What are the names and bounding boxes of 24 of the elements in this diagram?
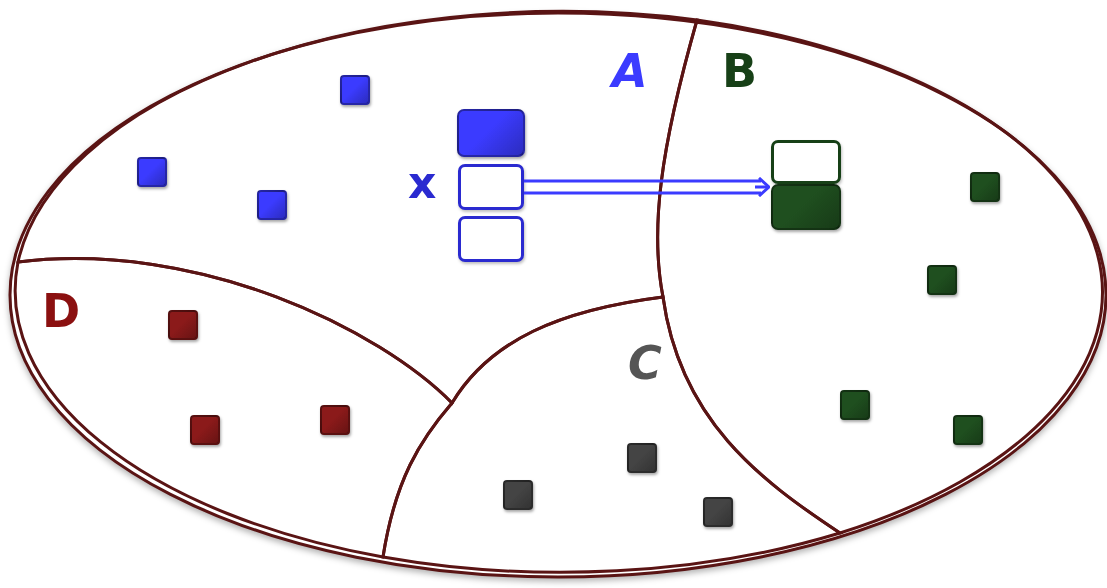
- empty-slot: [458, 216, 524, 262]
- filled-square: [927, 265, 957, 295]
- filled-square: [771, 184, 841, 230]
- filled-square: [457, 109, 525, 157]
- filled-square: [168, 310, 198, 340]
- double-arrow: [522, 176, 771, 198]
- filled-square: [340, 75, 370, 105]
- filled-square: [137, 157, 167, 187]
- filled-square: [257, 190, 287, 220]
- region-letter: B: [722, 48, 758, 94]
- filled-square: [320, 405, 350, 435]
- filled-square: [840, 390, 870, 420]
- filled-square: [627, 443, 657, 473]
- filled-square: [503, 480, 533, 510]
- ellipse-outline: [8, 10, 1107, 580]
- empty-slot: [458, 164, 524, 210]
- filled-square: [970, 172, 1000, 202]
- region-letter: D: [42, 288, 81, 334]
- region-letter: C: [628, 340, 662, 386]
- filled-square: [953, 415, 983, 445]
- filled-square: [190, 415, 220, 445]
- filled-square: [703, 497, 733, 527]
- empty-slot: [771, 140, 841, 184]
- variable-label: x: [408, 161, 437, 205]
